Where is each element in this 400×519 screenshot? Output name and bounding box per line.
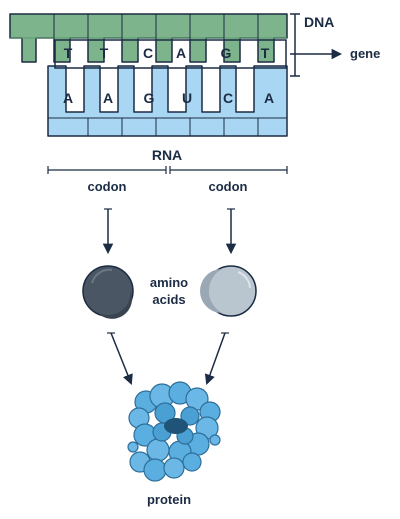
- dna-label: DNA: [304, 14, 334, 30]
- rna-base: C: [223, 90, 233, 106]
- down-arrow-icon: [102, 208, 114, 255]
- protein-blob-icon: [127, 381, 221, 482]
- gene-label: gene: [350, 46, 380, 61]
- codon-bracket: [169, 166, 288, 174]
- dna-base: T: [64, 45, 73, 61]
- rna-base: A: [63, 90, 73, 106]
- dna-strand: [9, 13, 288, 63]
- rna-base: G: [144, 90, 155, 106]
- dna-base: T: [261, 45, 270, 61]
- rna-label: RNA: [152, 147, 182, 163]
- amino-acids-label: acids: [152, 292, 185, 307]
- rna-base: U: [182, 90, 192, 106]
- amino-acid-dark: [82, 265, 134, 319]
- dna-base: G: [221, 45, 232, 61]
- rna-base: A: [103, 90, 113, 106]
- rna-base: A: [264, 90, 274, 106]
- rna-strand: [47, 65, 288, 137]
- rna-base-row: A A G U C A: [63, 90, 274, 106]
- codon-label: codon: [209, 179, 248, 194]
- down-arrow-icon: [225, 208, 237, 255]
- down-arrow-icon: [204, 332, 229, 385]
- amino-acids-label: amino: [150, 275, 188, 290]
- protein-label: protein: [147, 492, 191, 507]
- amino-acid-light: [200, 265, 257, 317]
- dna-base: T: [100, 45, 109, 61]
- dna-base: C: [143, 45, 153, 61]
- codon-label: codon: [88, 179, 127, 194]
- dna-bracket: [290, 13, 300, 77]
- dna-base: A: [176, 45, 186, 61]
- dna-base-row: T T C A G T: [64, 45, 270, 61]
- gene-box: [54, 39, 287, 69]
- down-arrow-icon: [107, 332, 133, 385]
- codon-bracket: [47, 166, 167, 174]
